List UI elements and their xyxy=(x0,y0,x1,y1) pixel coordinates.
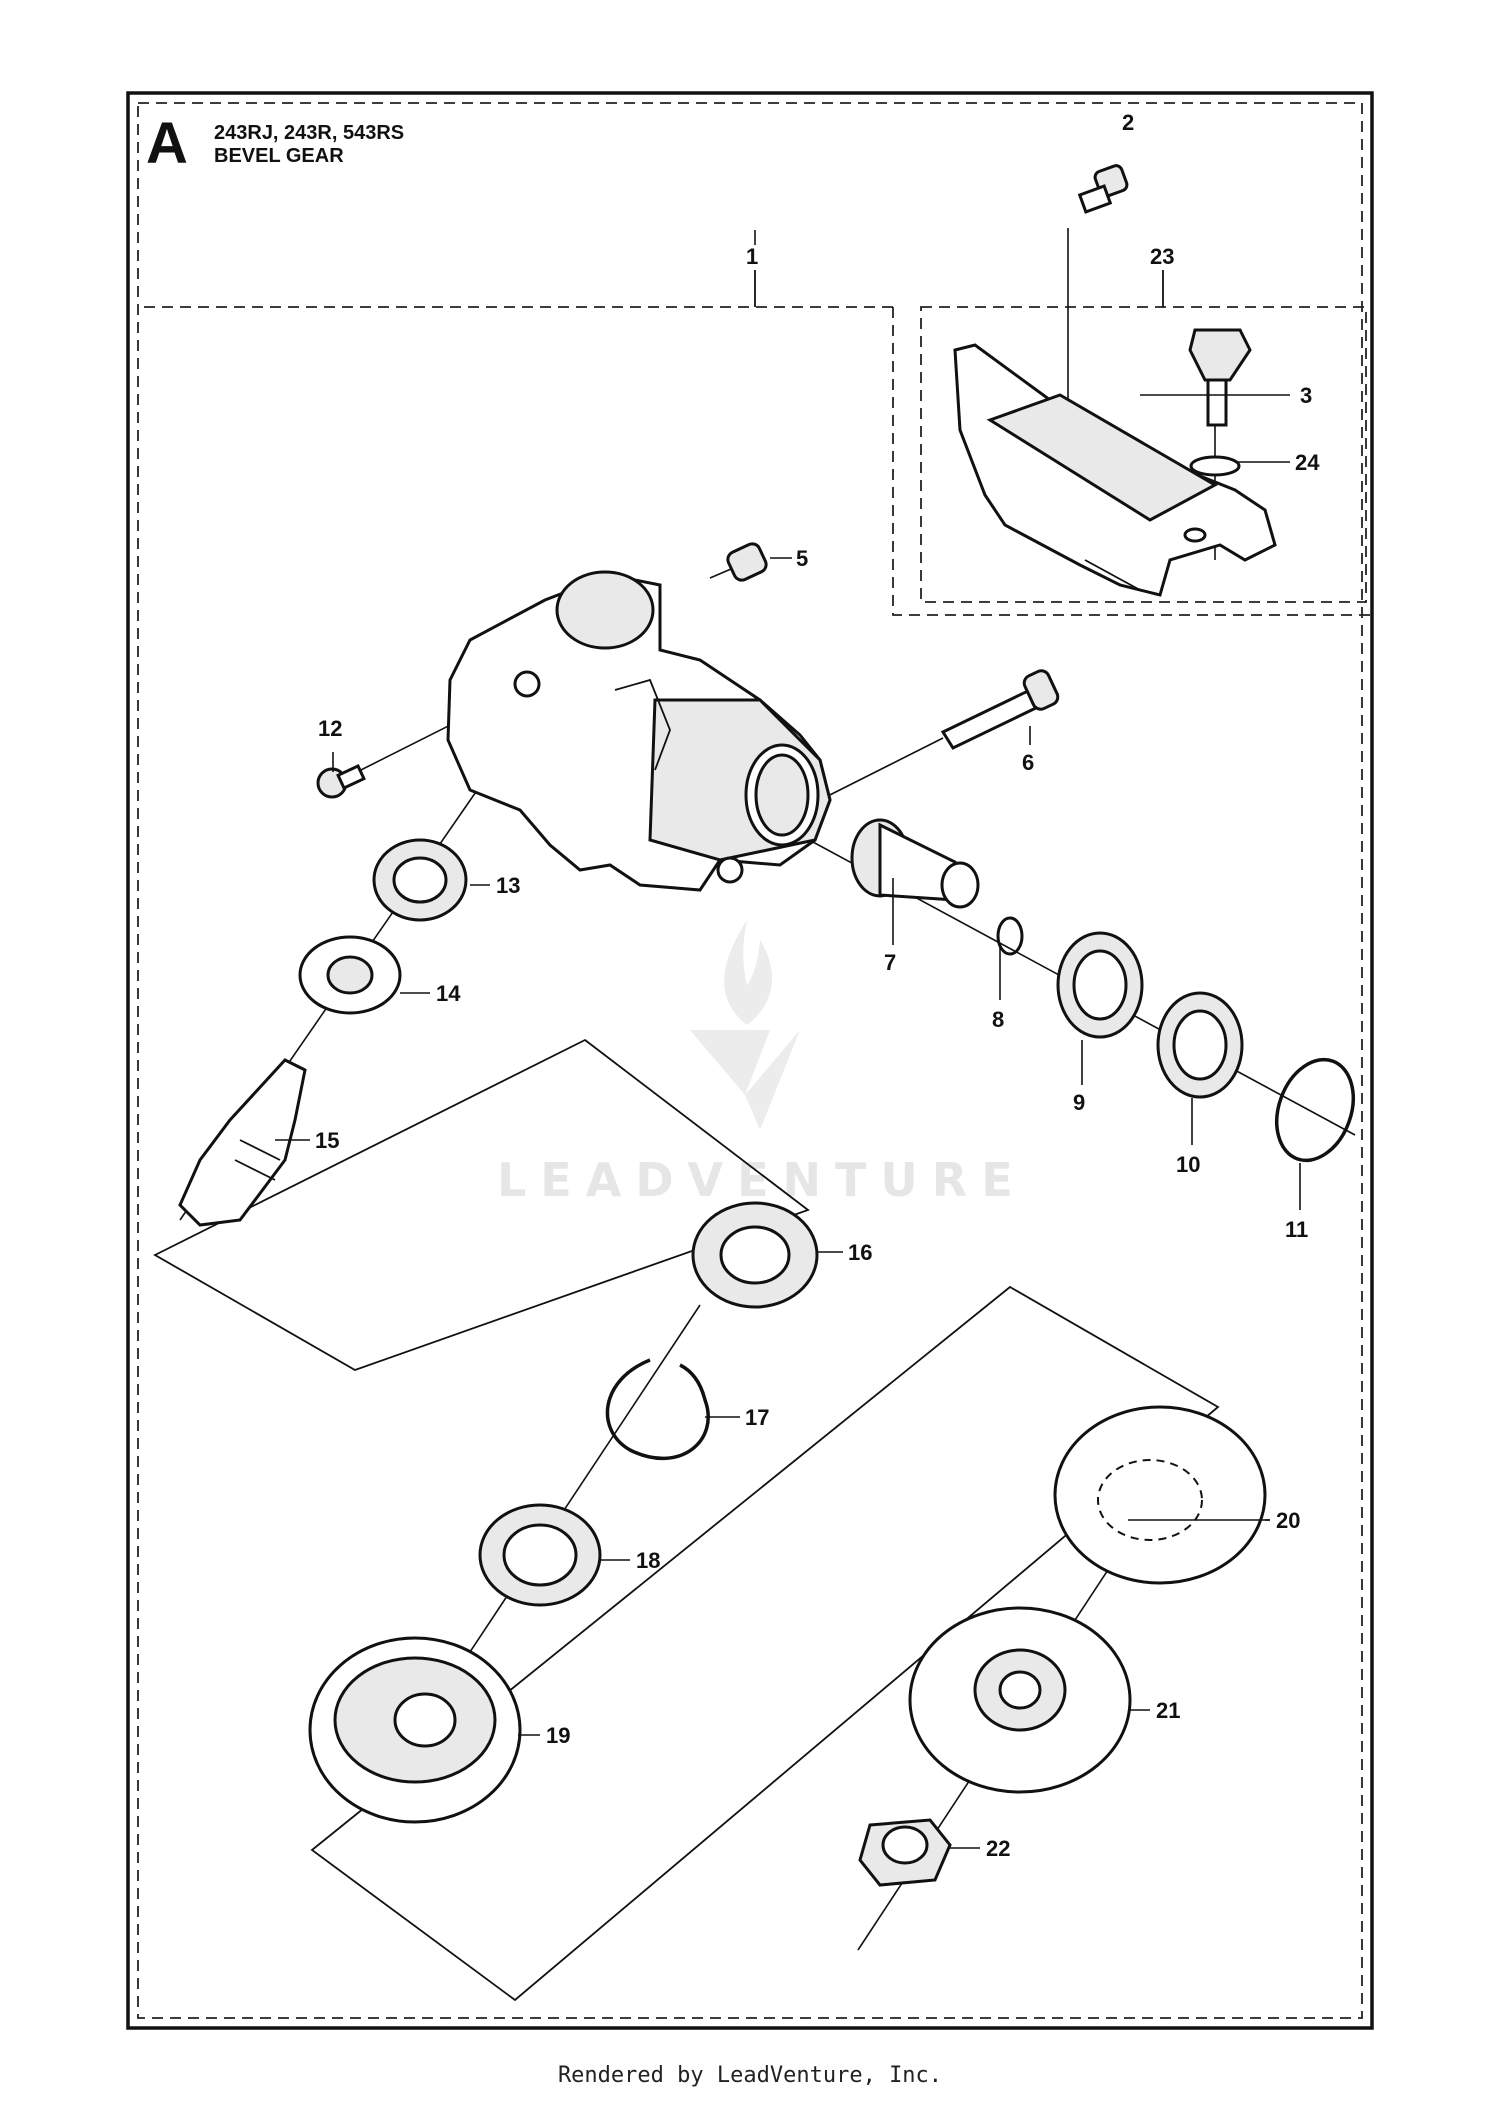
watermark-text: LEADVENTURE xyxy=(497,1153,1027,1207)
leadventure-v-icon xyxy=(690,1030,800,1130)
part-16-bearing xyxy=(691,1201,819,1309)
callout-14: 14 xyxy=(436,981,461,1006)
callout-labels: 1 2 3 5 6 7 8 9 10 11 12 13 14 15 16 17 … xyxy=(315,110,1320,1861)
callout-9: 9 xyxy=(1073,1090,1085,1115)
callout-6: 6 xyxy=(1022,750,1034,775)
callout-5: 5 xyxy=(796,546,808,571)
part-13-bearing xyxy=(372,838,468,922)
inner-dashed-frame xyxy=(137,102,1363,2019)
part-9-bearing xyxy=(1056,931,1144,1039)
model-list: 243RJ, 243R, 543RS xyxy=(214,122,404,144)
part-5-plug xyxy=(726,542,768,582)
callout-19: 19 xyxy=(546,1723,570,1748)
part-23-cover xyxy=(953,343,1277,597)
callout-24: 24 xyxy=(1295,450,1320,475)
callout-16: 16 xyxy=(848,1240,872,1265)
part-14-washer xyxy=(298,935,402,1015)
callout-10: 10 xyxy=(1176,1152,1200,1177)
part-15-shaft xyxy=(178,1058,307,1227)
part-8-circlip xyxy=(996,916,1024,956)
callout-23: 23 xyxy=(1150,244,1174,269)
section-letter: A xyxy=(146,111,188,176)
part-1-housing xyxy=(446,570,832,892)
callout-21: 21 xyxy=(1156,1698,1180,1723)
part-17-circlip xyxy=(605,1358,710,1461)
callout-7: 7 xyxy=(884,950,896,975)
callout-1: 1 xyxy=(746,244,758,269)
part-7-gear xyxy=(850,818,980,909)
callout-leaders xyxy=(275,230,1301,1849)
callout-2: 2 xyxy=(1122,110,1134,135)
diagram-title: BEVEL GEAR xyxy=(214,145,344,167)
group-box-23 xyxy=(920,306,1367,603)
callout-8: 8 xyxy=(992,1007,1004,1032)
part-18-seal xyxy=(478,1503,602,1607)
callout-17: 17 xyxy=(745,1405,769,1430)
part-2-screw xyxy=(1077,164,1129,214)
subassembly-outline-15 xyxy=(153,1038,810,1371)
part-11-circlip xyxy=(1275,1057,1355,1163)
part-22-nut xyxy=(858,1818,952,1887)
part-6-bolt xyxy=(940,669,1060,750)
callout-20: 20 xyxy=(1276,1508,1300,1533)
callout-12: 12 xyxy=(318,716,342,741)
subassembly-outline-16-19 xyxy=(310,1285,1220,2002)
part-20-disc xyxy=(1053,1405,1267,1585)
callout-15: 15 xyxy=(315,1128,339,1153)
part-10-bearing xyxy=(1156,991,1244,1099)
callout-3: 3 xyxy=(1300,383,1312,408)
part-19-cup xyxy=(308,1636,522,1824)
part-12-screw xyxy=(316,764,366,799)
callout-13: 13 xyxy=(496,873,520,898)
part-21-disc xyxy=(908,1606,1132,1794)
part-24-washer xyxy=(1189,455,1241,477)
leadventure-flame-icon xyxy=(724,920,773,1025)
outer-frame xyxy=(126,91,1374,2030)
watermark: LEADVENTURE xyxy=(497,920,1027,1207)
part-3-pin xyxy=(1188,328,1252,427)
callout-11: 11 xyxy=(1285,1217,1308,1242)
callout-22: 22 xyxy=(986,1836,1010,1861)
group-box-1 xyxy=(140,306,1372,616)
footer-credit: Rendered by LeadVenture, Inc. xyxy=(558,2063,942,2088)
callout-18: 18 xyxy=(636,1548,660,1573)
